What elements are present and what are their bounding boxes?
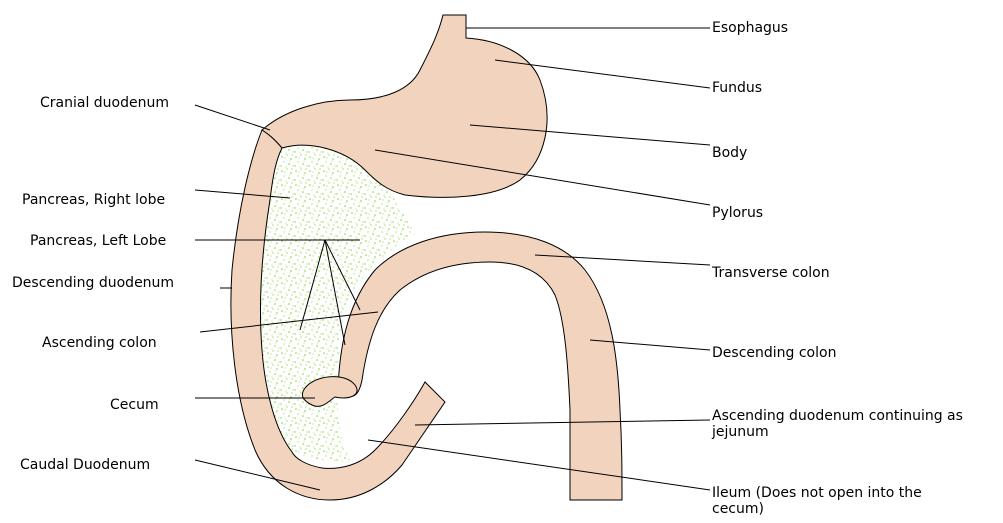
- label-transverse-colon: Transverse colon: [712, 265, 830, 281]
- label-descending-colon: Descending colon: [712, 345, 836, 361]
- label-body: Body: [712, 145, 747, 161]
- label-descending-duodenum: Descending duodenum: [12, 275, 174, 291]
- label-ascending-colon: Ascending colon: [42, 335, 157, 351]
- label-ileum: Ileum (Does not open into the cecum): [712, 485, 972, 517]
- label-pylorus: Pylorus: [712, 205, 763, 221]
- label-cranial-duodenum: Cranial duodenum: [40, 95, 169, 111]
- label-ascending-duodenum: Ascending duodenum continuing as jejunum: [712, 408, 997, 440]
- label-pancreas-right-lobe: Pancreas, Right lobe: [22, 192, 165, 208]
- label-pancreas-left-lobe: Pancreas, Left Lobe: [30, 233, 166, 249]
- label-cecum: Cecum: [110, 397, 159, 413]
- label-esophagus: Esophagus: [712, 20, 788, 36]
- label-caudal-duodenum: Caudal Duodenum: [20, 457, 150, 473]
- label-fundus: Fundus: [712, 80, 762, 96]
